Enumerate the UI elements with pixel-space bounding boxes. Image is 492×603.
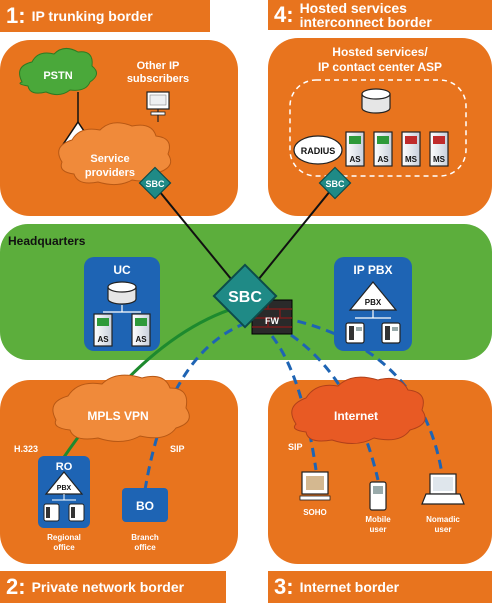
hosted-title-line2: IP contact center ASP [318,60,442,74]
phone-icon [43,503,60,522]
link-sbc-service [154,185,246,297]
fw-label: FW [265,316,279,326]
header-title-line1: Hosted services [299,0,407,16]
computer-icon-soho [299,471,331,501]
server-label: MS [405,155,418,164]
link-sip-nomadic [267,313,444,475]
service-providers-cloud: Service providers [58,122,172,186]
server-label: MS [433,155,446,164]
hosted-title-line1: Hosted services/ [332,45,428,59]
header-number: 2: [6,574,26,599]
header-title: IP trunking border [31,8,153,24]
header-internet: 3: Internet border [268,571,492,603]
internet-label: Internet [334,409,378,423]
radius-cloud: RADIUS [293,135,343,165]
header-title-line2: interconnect border [299,14,432,30]
header-title: Hosted services interconnect border [300,1,432,29]
server-label: AS [377,155,389,164]
pbx-label: PBX [365,298,382,307]
regional-office-line1: Regional [47,533,81,542]
sbc-icon-central: SBC [212,263,278,329]
hosted-boundary [289,79,467,177]
database-icon-hosted [361,88,391,114]
internet-cloud: Internet [291,376,426,444]
link-sip-soho [260,323,318,471]
header-ip-trunking: 1: IP trunking border [0,0,210,32]
header-private-network: 2: Private network border [0,571,226,603]
mpls-cloud: MPLS VPN [52,374,190,442]
header-number: 3: [274,574,294,599]
branch-office-line2: office [134,543,156,552]
phone-icon [345,322,365,344]
pbx-label: PBX [57,485,72,492]
header-hosted-services: 4: Hosted services interconnect border [268,0,492,30]
other-ip-label-line1: Other IP [137,60,180,72]
server-label: AS [135,335,147,344]
sbc-central-label: SBC [228,289,262,306]
pstn-label: PSTN [43,70,72,82]
server-label: AS [97,335,109,344]
service-providers-line1: Service [90,153,129,165]
sbc-icon-service: SBC [138,166,172,200]
server-icon-as-1: AS [345,131,365,167]
server-label: AS [349,155,361,164]
sip-label-internet: SIP [288,442,303,452]
mobile-user-line2: user [370,525,387,534]
bo-label: BO [136,499,154,513]
link-sip-branch [143,316,263,491]
laptop-icon [421,473,465,505]
header-number: 4: [274,2,294,27]
server-icon-as-2: AS [373,131,393,167]
zone-hosted-services [268,38,492,216]
branch-office-line1: Branch [131,533,159,542]
headquarters-title: Headquarters [8,234,86,248]
server-icon-ms-2: MS [429,131,449,167]
database-icon-uc [107,281,137,305]
radius-label: RADIUS [301,146,336,156]
header-number: 1: [6,3,26,28]
ippbx-label: IP PBX [353,263,392,277]
server-icon-ms-1: MS [401,131,421,167]
header-title: Private network border [31,579,185,595]
computer-icon [146,91,170,122]
sbc-label: SBC [145,179,165,189]
server-icon-uc-1: AS [93,313,113,347]
bo-box: BO [122,488,168,522]
pstn-cloud: PSTN [19,48,97,96]
regional-office-line2: office [53,543,75,552]
other-ip-label-line2: subscribers [127,73,189,85]
uc-label: UC [113,263,131,277]
ro-label: RO [56,461,73,473]
sbc-label: SBC [325,179,345,189]
sip-label-private: SIP [170,444,185,454]
mobile-user-line1: Mobile [365,515,391,524]
server-icon-uc-2: AS [131,313,151,347]
mpls-label: MPLS VPN [87,409,148,423]
h323-label: H.323 [14,444,38,454]
phone-icon [381,322,401,344]
link-sbc-hosted [244,184,336,297]
mobile-phone-icon [369,481,387,511]
sbc-icon-hosted: SBC [318,166,352,200]
nomadic-user-line2: user [435,525,452,534]
phone-icon [68,503,85,522]
service-providers-line2: providers [85,167,135,179]
nomadic-user-line1: Nomadic [426,515,460,524]
soho-label: SOHO [303,508,327,517]
header-title: Internet border [299,579,400,595]
